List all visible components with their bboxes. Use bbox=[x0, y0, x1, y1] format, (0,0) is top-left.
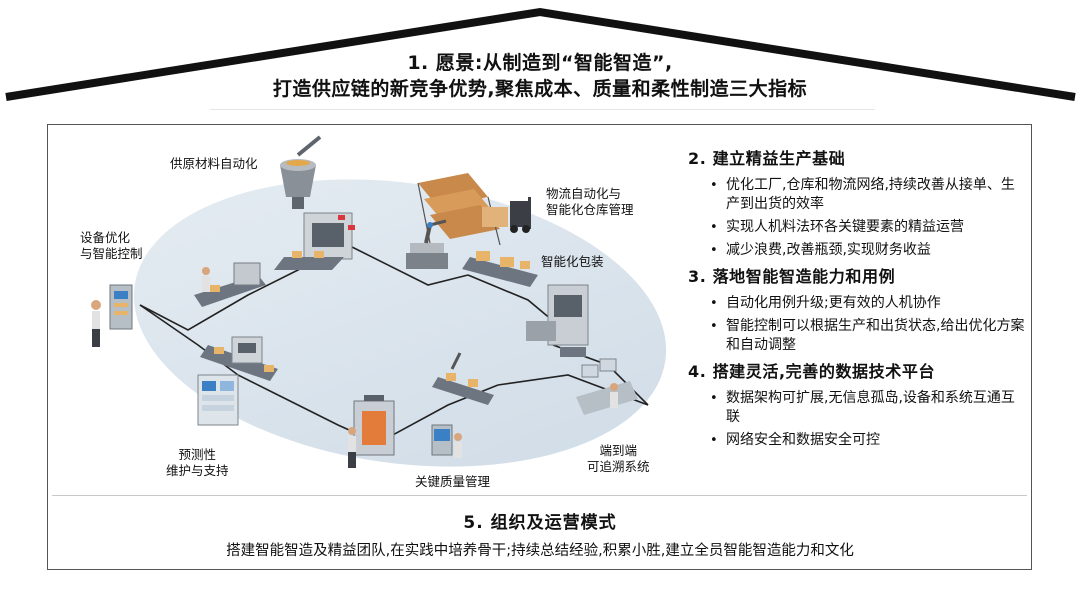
processing-machine-icon bbox=[274, 212, 355, 270]
equipment-panel-icon bbox=[109, 284, 133, 330]
bullet-item: 智能控制可以根据生产和出货状态,给出优化方案和自动调整 bbox=[680, 317, 1025, 355]
supply-hopper-icon bbox=[280, 135, 322, 209]
bullet-item: 优化工厂,仓库和物流网络,持续改善从接单、生产到出货的效率 bbox=[680, 176, 1025, 214]
right-robot-cell-icon bbox=[526, 284, 589, 357]
roof-shape bbox=[5, 7, 1076, 110]
org-title: 5. 组织及运营模式 bbox=[463, 513, 617, 533]
vision-title: 1. 愿景:从制造到“智能智造”, 打造供应链的新竞争优势,聚焦成本、质量和柔性… bbox=[0, 50, 1080, 102]
capability-panel: 2. 建立精益生产基础 优化工厂,仓库和物流网络,持续改善从接单、生产到出货的效… bbox=[680, 148, 1025, 456]
section-data-platform: 4. 搭建灵活,完善的数据技术平台 数据架构可扩展,无信息孤岛,设备和系统互通互… bbox=[680, 361, 1025, 450]
bullet-item: 数据架构可扩展,无信息孤岛,设备和系统互通互联 bbox=[680, 389, 1025, 427]
org-text: 搭建智能智造及精益团队,在实践中培养骨干;持续总结经验,积累小胜,建立全员智能智… bbox=[226, 543, 854, 559]
label-supply-automation: 供原材料自动化 bbox=[170, 156, 258, 171]
label-smart-packaging: 智能化包装 bbox=[541, 254, 604, 269]
warehouse-shelves-icon bbox=[417, 173, 501, 246]
forklift-icon bbox=[482, 197, 531, 233]
label-traceability: 端到端 可追溯系统 bbox=[587, 443, 650, 474]
bullet-item: 网络安全和数据安全可控 bbox=[680, 431, 1025, 450]
robotic-conveyor-icon bbox=[432, 352, 494, 405]
factory-illustration bbox=[91, 135, 667, 468]
section-smart-capabilities: 3. 落地智能智造能力和用例 自动化用例升级;更有效的人机协作 智能控制可以根据… bbox=[680, 266, 1025, 355]
content-frame bbox=[47, 124, 1032, 570]
inspection-line-icon bbox=[200, 336, 278, 381]
bullet-item: 自动化用例升级;更有效的人机协作 bbox=[680, 294, 1025, 313]
label-equipment-control: 设备优化 与智能控制 bbox=[80, 230, 143, 261]
section-title: 3. 落地智能智造能力和用例 bbox=[688, 267, 896, 286]
bullet-item: 减少浪费,改善瓶颈,实现财务收益 bbox=[680, 241, 1025, 260]
section-title: 2. 建立精益生产基础 bbox=[688, 149, 846, 168]
assembly-line-icon bbox=[194, 262, 266, 307]
label-logistics-warehouse: 物流自动化与 智能化仓库管理 bbox=[546, 186, 634, 217]
quality-terminal-icon bbox=[431, 424, 462, 458]
bottom-divider bbox=[52, 495, 1027, 496]
factory-floor-ellipse bbox=[133, 179, 667, 467]
robot-agv-icon bbox=[406, 219, 448, 269]
packaging-line-icon bbox=[462, 251, 538, 287]
monitoring-dashboard-icon bbox=[197, 374, 239, 426]
vision-line-1: 1. 愿景:从制造到“智能智造”, bbox=[407, 52, 673, 74]
section-title: 4. 搭建灵活,完善的数据技术平台 bbox=[688, 362, 936, 381]
worker-left-icon bbox=[91, 300, 101, 347]
quality-station-icon bbox=[348, 395, 395, 468]
section-lean-foundation: 2. 建立精益生产基础 优化工厂,仓库和物流网络,持续改善从接单、生产到出货的效… bbox=[680, 148, 1025, 260]
label-quality-management: 关键质量管理 bbox=[415, 474, 491, 489]
bullet-item: 实现人机料法环各关键要素的精益运营 bbox=[680, 218, 1025, 237]
vision-line-2: 打造供应链的新竞争优势,聚焦成本、质量和柔性制造三大指标 bbox=[272, 78, 808, 100]
label-predictive-maintenance: 预测性 维护与支持 bbox=[166, 447, 229, 478]
traceability-terminal-icon bbox=[576, 358, 638, 415]
